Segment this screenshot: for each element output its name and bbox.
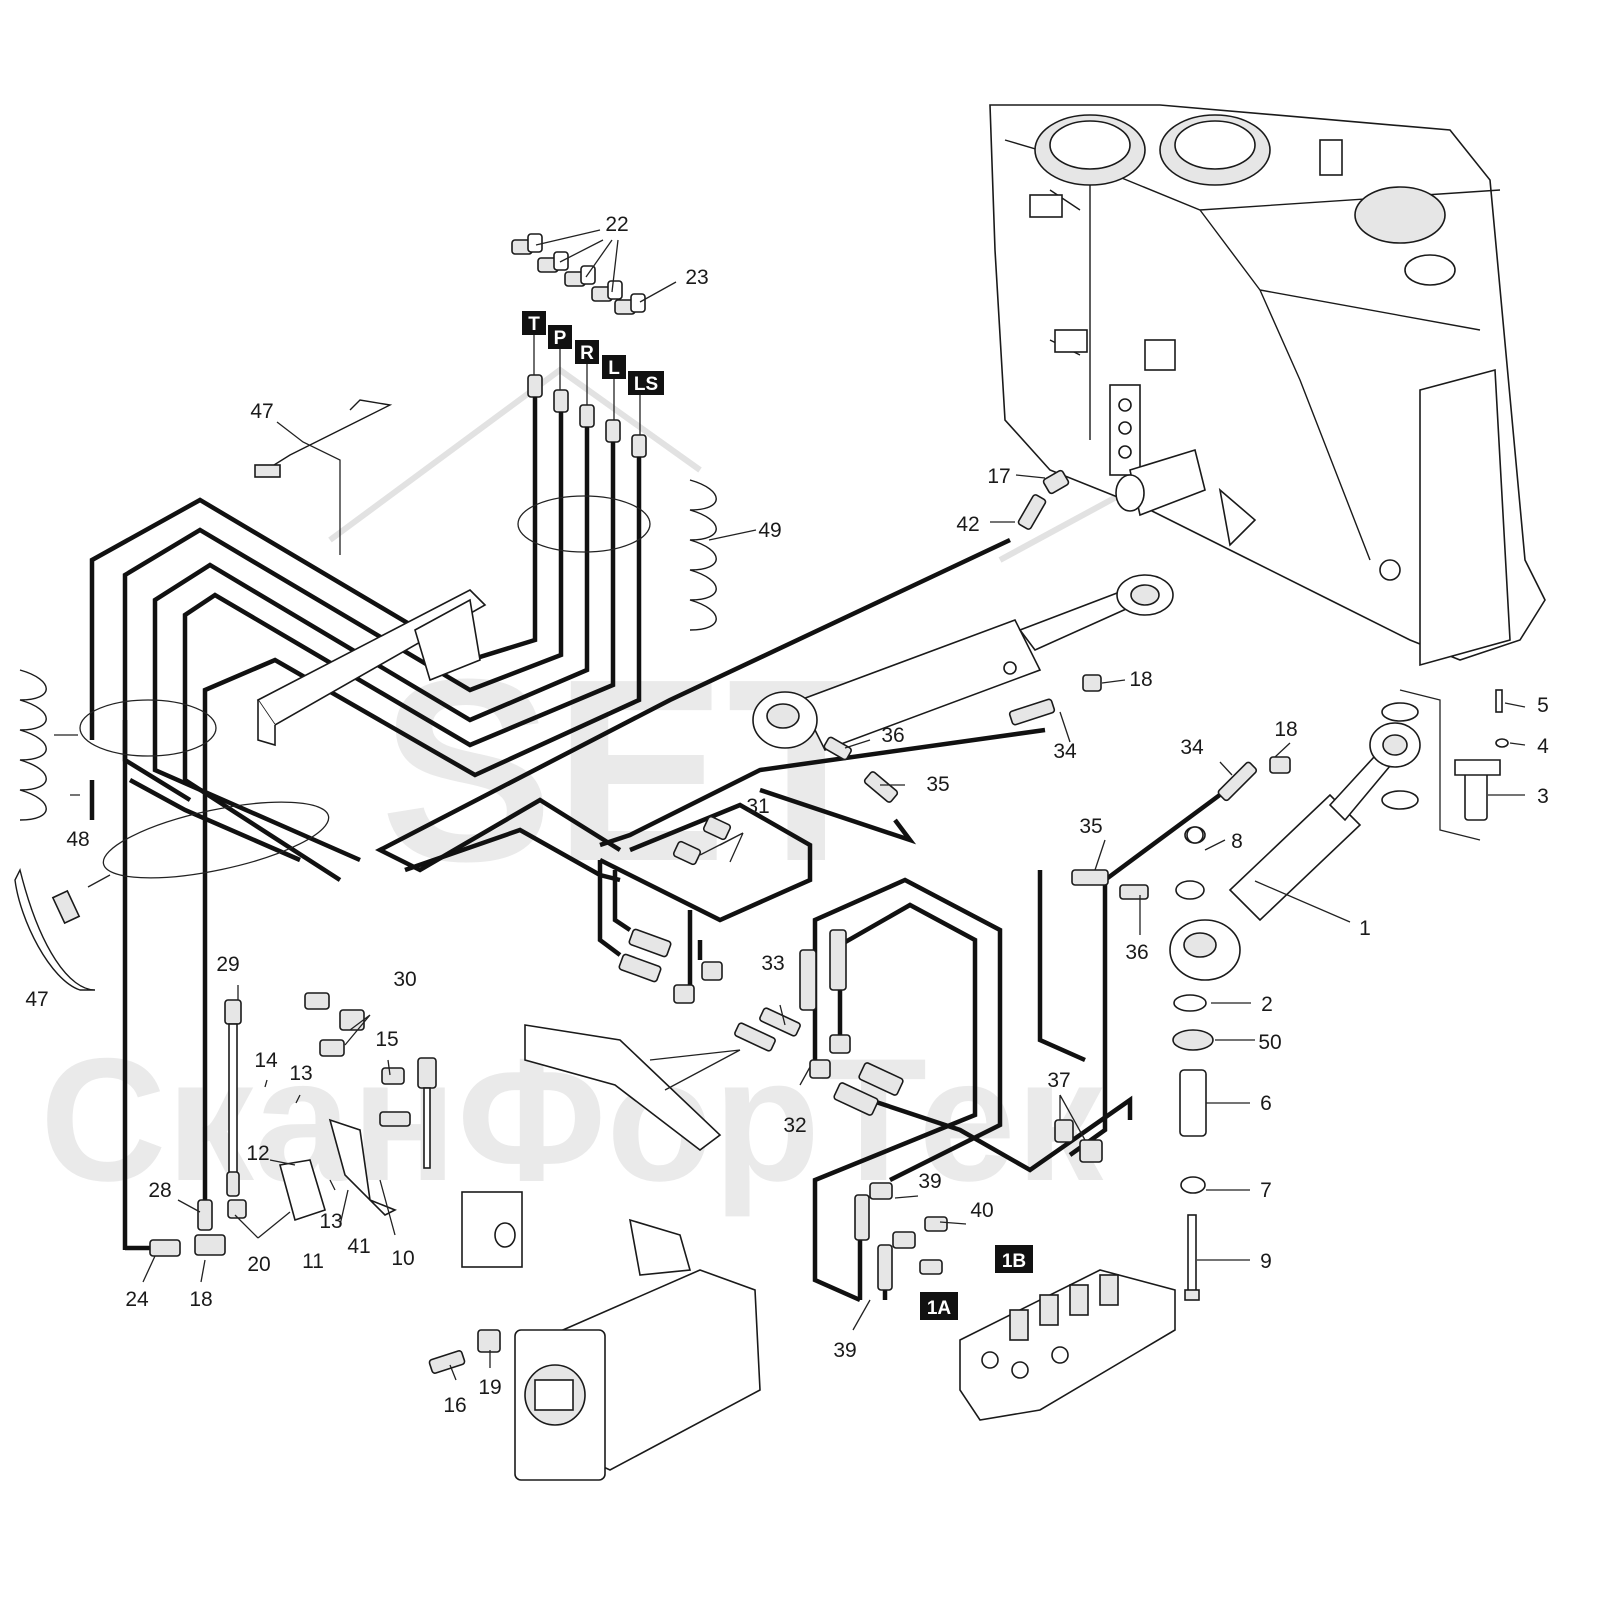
callout-40: 40	[970, 1199, 993, 1222]
port-tag-l: L	[602, 355, 626, 379]
svg-text:T: T	[528, 314, 540, 335]
control-valve-block	[959, 1269, 1176, 1421]
callout-18-right: 18	[1274, 718, 1297, 741]
callout-50: 50	[1258, 1031, 1281, 1054]
callout-36-upper: 36	[881, 724, 904, 747]
callout-41: 41	[347, 1235, 370, 1258]
port-tags: T P R L LS 1B 1A	[522, 311, 1033, 1320]
port-tag-r: R	[575, 340, 599, 364]
callout-3: 3	[1537, 785, 1549, 808]
port-tag-1b: 1B	[995, 1245, 1033, 1273]
hydraulic-pump	[461, 1191, 761, 1481]
port-tag-p: P	[548, 325, 572, 349]
callout-23: 23	[685, 266, 708, 289]
elbow-fittings-22-23	[511, 233, 646, 315]
callout-13-lower: 13	[319, 1210, 342, 1233]
callout-36-right: 36	[1125, 941, 1148, 964]
callout-47-lower: 47	[25, 988, 48, 1011]
callout-7: 7	[1260, 1179, 1272, 1202]
callout-11: 11	[302, 1250, 324, 1273]
callout-39-lower: 39	[833, 1339, 856, 1362]
callout-9: 9	[1260, 1250, 1272, 1273]
callout-20: 20	[247, 1253, 270, 1276]
callout-31: 31	[746, 795, 769, 818]
small-fittings	[149, 469, 1401, 1374]
pivot-stack	[1172, 689, 1509, 1301]
callout-12: 12	[246, 1142, 269, 1165]
cable-ties-and-spirals	[14, 399, 717, 991]
callout-13-upper: 13	[289, 1062, 312, 1085]
callout-39-upper: 39	[918, 1170, 941, 1193]
callout-48: 48	[66, 828, 89, 851]
hose-end-fittings	[527, 374, 647, 458]
callout-30: 30	[393, 968, 416, 991]
callout-33: 33	[761, 952, 784, 975]
callout-18-lower: 18	[189, 1288, 212, 1311]
callout-16: 16	[443, 1394, 466, 1417]
port-tag-ls: LS	[628, 371, 664, 395]
lower-cylinder	[1169, 722, 1421, 981]
svg-text:P: P	[554, 328, 567, 349]
callout-32: 32	[783, 1114, 806, 1137]
callout-22: 22	[605, 213, 628, 236]
callout-28: 28	[148, 1179, 171, 1202]
callout-47-upper: 47	[250, 400, 273, 423]
callout-24: 24	[125, 1288, 149, 1311]
callout-10: 10	[391, 1247, 414, 1270]
callout-35-upper: 35	[926, 773, 949, 796]
svg-text:LS: LS	[634, 374, 658, 395]
callout-8: 8	[1231, 830, 1243, 853]
callout-numbers: 1 2 3 4 5 6 7 8 9 10 11 12 13 13 14 15 1…	[25, 213, 1549, 1417]
callout-2: 2	[1261, 993, 1273, 1016]
callout-1: 1	[1359, 917, 1371, 940]
svg-text:R: R	[580, 343, 594, 364]
callout-34-upper: 34	[1053, 740, 1077, 763]
callout-49: 49	[758, 519, 781, 542]
leader-lines	[54, 229, 1526, 1381]
port-tag-t: T	[522, 311, 546, 335]
callout-34-right: 34	[1180, 736, 1204, 759]
callout-37: 37	[1047, 1069, 1070, 1092]
callout-14: 14	[254, 1049, 278, 1072]
mounting-rail	[256, 589, 487, 747]
callout-17: 17	[987, 465, 1010, 488]
callout-35-right: 35	[1079, 815, 1102, 838]
port-tag-1a: 1A	[920, 1292, 958, 1320]
callout-18-upper: 18	[1129, 668, 1152, 691]
callout-4: 4	[1537, 735, 1549, 758]
upper-cylinder	[752, 574, 1174, 752]
svg-text:1B: 1B	[1002, 1251, 1026, 1272]
hose-bundle	[89, 397, 1242, 1303]
callout-29: 29	[216, 953, 239, 976]
hydraulic-tank	[989, 104, 1546, 667]
callout-15: 15	[375, 1028, 398, 1051]
callout-42: 42	[956, 513, 979, 536]
svg-text:L: L	[608, 358, 620, 379]
svg-text:1A: 1A	[927, 1298, 952, 1319]
callout-19: 19	[478, 1376, 501, 1399]
callout-6: 6	[1260, 1092, 1272, 1115]
callout-5: 5	[1537, 694, 1549, 717]
